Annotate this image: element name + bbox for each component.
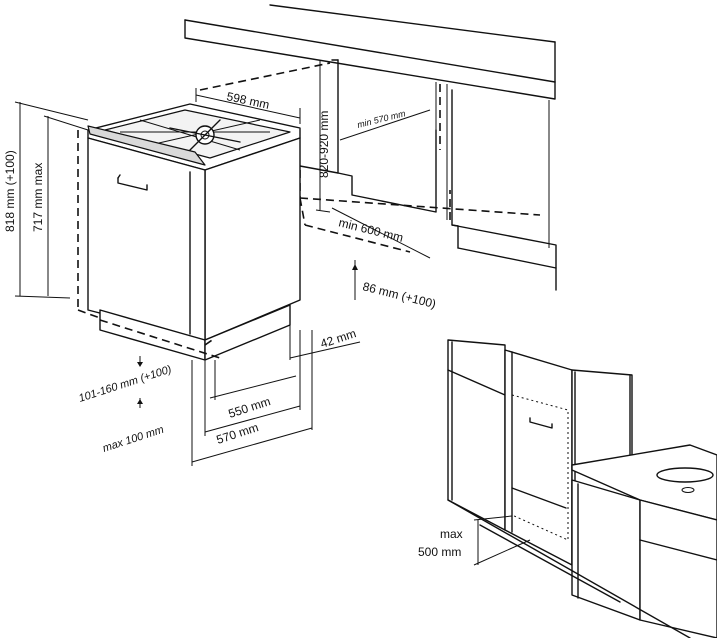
label-500: 500 mm	[418, 545, 461, 559]
label-818: 818 mm (+100)	[3, 150, 17, 232]
installed-door-handle	[529, 417, 553, 429]
label-plinth-depth: 86 mm (+100)	[361, 279, 437, 311]
countertop	[184, 4, 556, 100]
label-550: 550 mm	[227, 394, 273, 421]
label-max-100: max 100 mm	[101, 424, 165, 455]
label-width: 598 mm	[225, 89, 270, 112]
dim-818	[14, 101, 89, 299]
label-height-range: 820-920 mm	[317, 111, 331, 178]
door-handle	[117, 177, 148, 191]
dishwasher	[87, 103, 301, 361]
label-min-width: min 600 mm	[337, 215, 404, 245]
label-max: max	[440, 527, 463, 541]
right-cabinet-side	[451, 89, 557, 291]
label-717: 717 mm max	[31, 163, 45, 232]
label-plinth-height: 101-160 mm (+100)	[77, 363, 173, 404]
dim-bottom	[137, 60, 431, 466]
dim-717	[43, 115, 101, 319]
niche-dashed-outline	[199, 62, 541, 253]
label-570: 570 mm	[215, 420, 261, 447]
installed-kitchen-view	[447, 339, 717, 638]
dishwasher-door	[87, 137, 206, 341]
niche-back-panel	[299, 59, 448, 220]
